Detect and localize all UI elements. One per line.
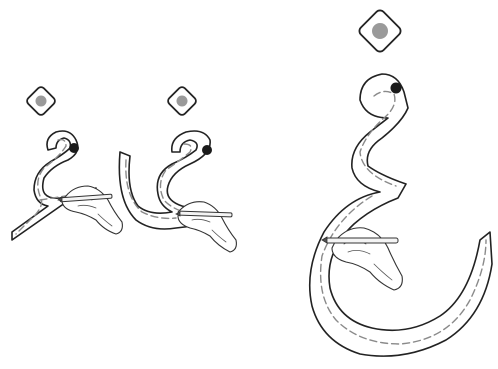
start-point-icon	[391, 83, 402, 94]
writing-hand-icon	[332, 228, 402, 290]
pencil-icon	[322, 237, 398, 243]
start-point-icon	[69, 143, 79, 153]
letter-outline	[310, 74, 492, 356]
figure-medial	[119, 85, 236, 252]
figure-isolated	[310, 8, 492, 356]
diamond-dot-icon	[25, 85, 56, 116]
diamond-dot-icon	[166, 85, 197, 116]
dot-marker	[177, 96, 188, 107]
writing-hand-icon	[178, 202, 236, 252]
letter-outline	[12, 131, 96, 240]
dot-marker	[372, 23, 388, 39]
dot-marker	[36, 96, 47, 107]
start-point-icon	[202, 145, 212, 155]
figure-initial	[12, 85, 122, 240]
writing-hand-icon	[62, 186, 122, 234]
diamond-dot-icon	[357, 8, 402, 53]
